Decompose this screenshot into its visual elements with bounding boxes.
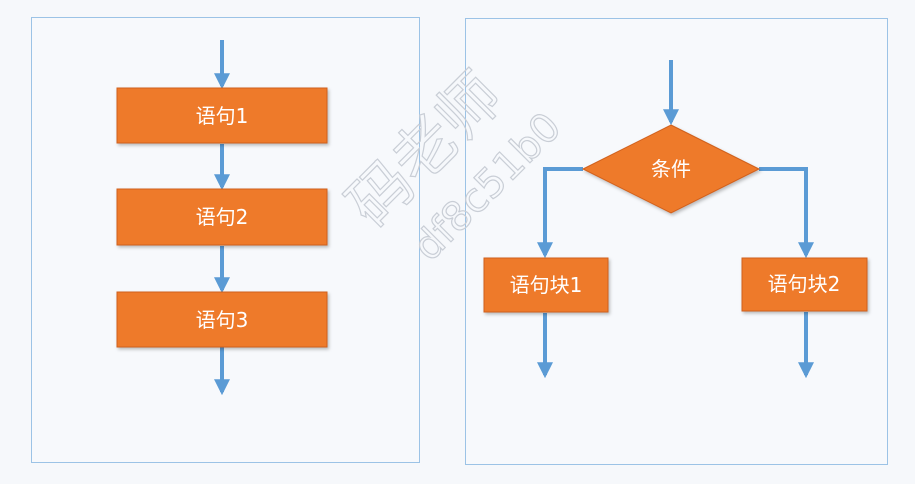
block-2-label: 语句块2: [768, 272, 841, 296]
branch-panel: [465, 18, 888, 465]
block-2-node: 语句块2: [741, 257, 868, 312]
branch-arrows: [537, 60, 814, 379]
arrow-condition-right: [759, 167, 814, 259]
arrow-condition-left: [537, 167, 583, 259]
statement-3-node: 语句3: [116, 291, 328, 348]
condition-node: 条件: [581, 124, 761, 214]
statement-2-label: 语句2: [196, 205, 249, 229]
statement-1-label: 语句1: [196, 104, 249, 128]
block-1-label: 语句块1: [510, 273, 583, 297]
statement-3-label: 语句3: [196, 308, 249, 332]
block-1-node: 语句块1: [483, 257, 609, 313]
condition-label: 条件: [651, 157, 691, 181]
statement-1-node: 语句1: [116, 87, 328, 144]
statement-2-node: 语句2: [116, 188, 328, 246]
